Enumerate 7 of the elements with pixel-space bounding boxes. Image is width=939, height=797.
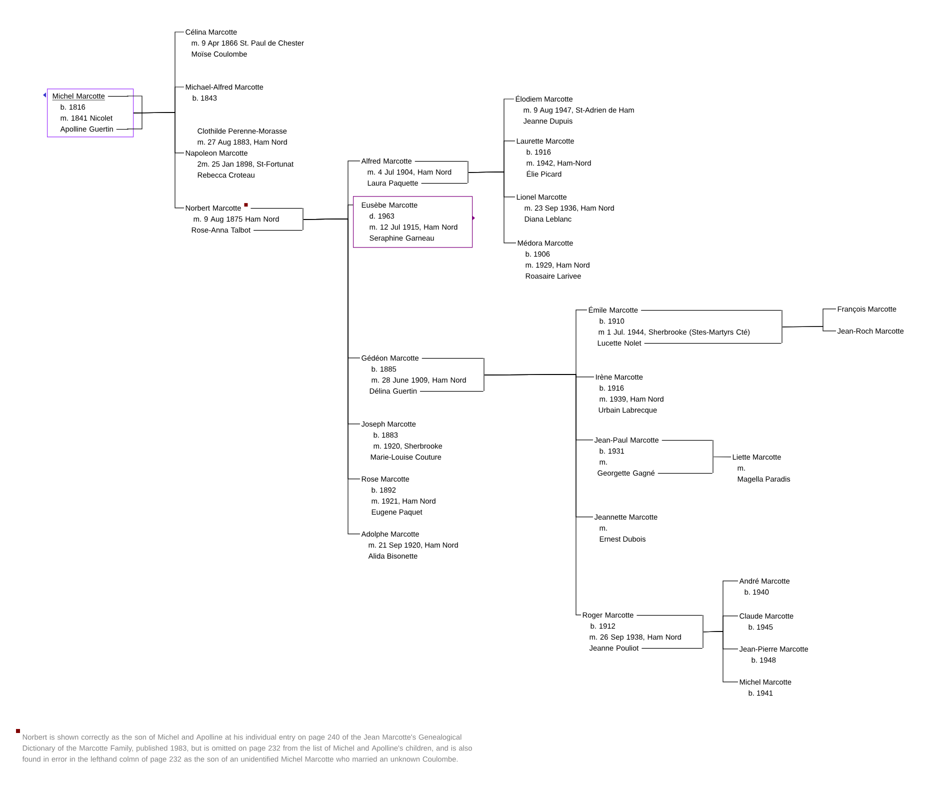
connector-line [713, 456, 732, 458]
connector-line [703, 631, 738, 682]
connector-line [468, 172, 516, 244]
connector-line [484, 374, 582, 616]
connector-line [133, 112, 184, 208]
connector-line [782, 326, 836, 332]
connector-line [303, 218, 360, 534]
